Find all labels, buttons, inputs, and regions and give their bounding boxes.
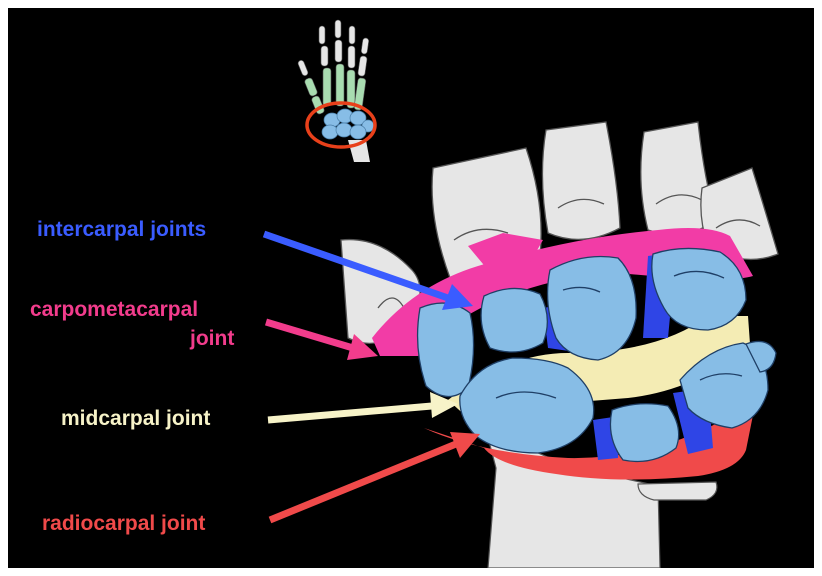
wrist-illustration — [8, 8, 814, 568]
carpometacarpal-joint-label-line2: joint — [190, 326, 234, 352]
midcarpal-joint-label: midcarpal joint — [61, 406, 210, 432]
arrow-radiocarpal — [270, 432, 480, 520]
wrist-joints-diagram: intercarpal joints carpometacarpal joint… — [8, 8, 814, 568]
hand-skeleton-icon — [297, 20, 375, 162]
carpometacarpal-joint-label-line1: carpometacarpal — [30, 297, 198, 323]
radiocarpal-joint-label: radiocarpal joint — [42, 511, 205, 537]
intercarpal-joints-label: intercarpal joints — [37, 217, 206, 243]
ulna-bone — [638, 482, 717, 500]
arrow-midcarpal — [268, 392, 458, 420]
